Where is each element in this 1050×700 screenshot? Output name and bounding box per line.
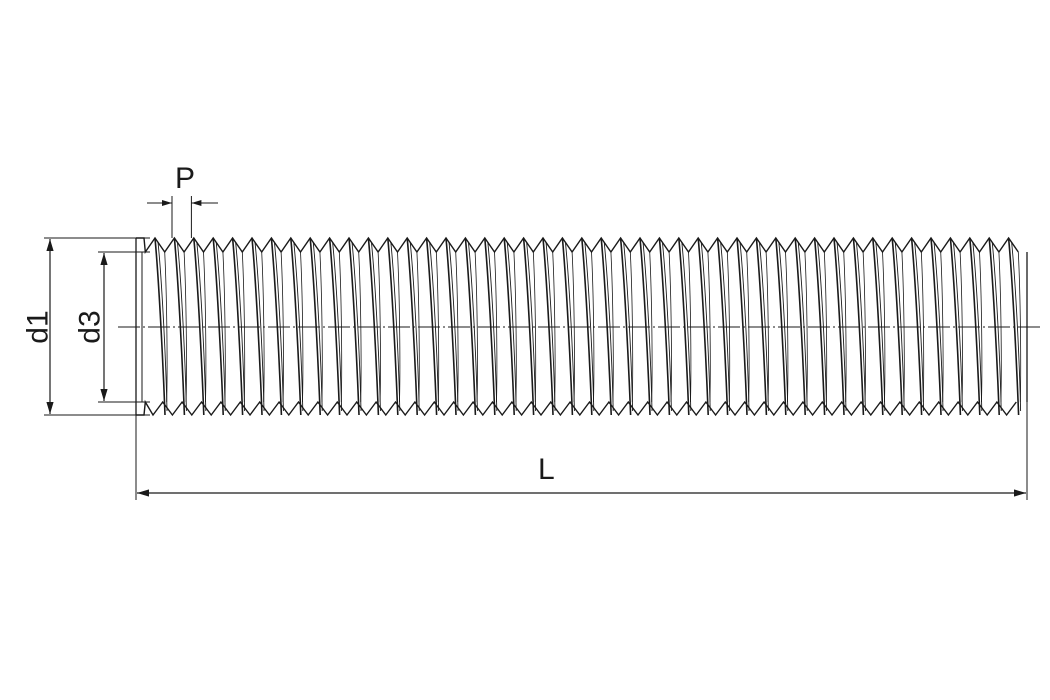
- major-diameter-label: d1: [21, 310, 55, 344]
- thread-body: [118, 236, 1040, 417]
- dimension-lines: [44, 196, 1028, 500]
- length-label: L: [538, 453, 555, 486]
- minor-diameter-label: d3: [73, 310, 107, 344]
- pitch-label: P: [175, 162, 196, 195]
